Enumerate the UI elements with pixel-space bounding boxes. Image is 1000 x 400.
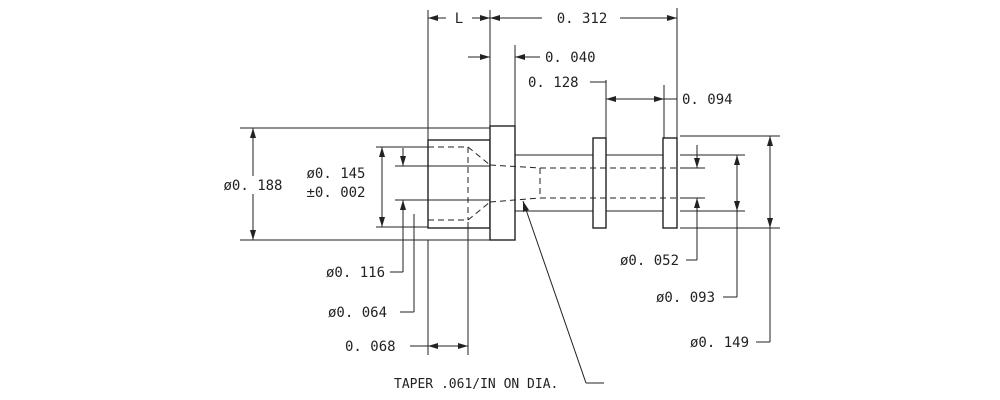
dim-tail-bore: ø0. 064	[328, 214, 415, 321]
dim-pin-diameter: ø0. 093	[656, 290, 715, 306]
dim-shoulder: 0. 128	[528, 75, 606, 91]
dim-flange: 0. 040	[468, 50, 596, 66]
dim-bore-tolerance: ±0. 002	[306, 185, 365, 201]
dim-tail-dia: ø0. 116	[326, 148, 406, 281]
dim-shoulder-offset: 0. 128	[528, 75, 579, 91]
dim-ring-spacing: 0. 094	[682, 92, 733, 108]
dim-ring-diameter: ø0. 149	[690, 335, 749, 351]
dim-bore-dia: ø0. 145 ±0. 002	[306, 147, 385, 227]
dim-length-label: L	[455, 11, 463, 27]
dim-flange-diameter: ø0. 188	[223, 178, 282, 194]
ring-left	[592, 137, 607, 229]
tail-body	[427, 139, 491, 229]
dim-bore-diameter: ø0. 145	[306, 166, 365, 182]
hidden-lines	[428, 146, 680, 221]
dim-tail-length-value: 0. 068	[345, 339, 396, 355]
part-outline	[427, 125, 678, 241]
dim-ring-dia: ø0. 149	[690, 136, 773, 351]
dim-tail-bore-diameter: ø0. 064	[328, 305, 387, 321]
dim-tail-diameter: ø0. 116	[326, 265, 385, 281]
dim-flange-width: 0. 040	[545, 50, 596, 66]
dim-tail-length: 0. 068	[345, 339, 468, 355]
dim-pin-dia: ø0. 093	[656, 155, 740, 306]
flange	[489, 125, 516, 241]
dim-pin-bore: ø0. 052	[620, 145, 700, 269]
dim-overall-length: 0. 312	[557, 11, 608, 27]
ring-right	[662, 137, 678, 229]
dim-flange-dia: ø0. 188	[222, 128, 286, 240]
dim-pin-bore-diameter: ø0. 052	[620, 253, 679, 269]
dim-ring: 0. 094	[606, 92, 733, 108]
taper-note: TAPER .061/IN ON DIA.	[394, 377, 558, 392]
extension-lines	[240, 8, 780, 355]
taper-leader: TAPER .061/IN ON DIA.	[394, 200, 604, 392]
dim-top: L 0. 312	[428, 11, 677, 27]
